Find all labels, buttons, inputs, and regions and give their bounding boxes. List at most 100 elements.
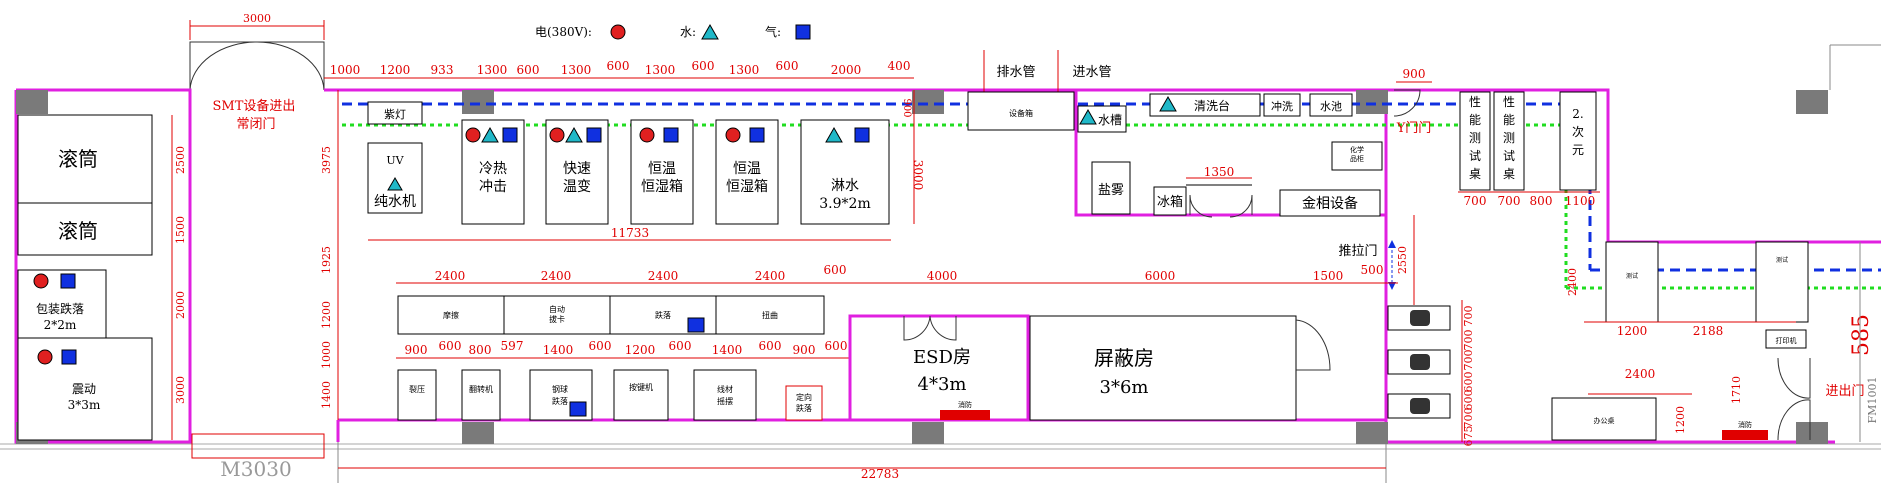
svg-text:3975: 3975 bbox=[320, 146, 333, 174]
roller-room-1-label: 滚筒 bbox=[58, 147, 98, 171]
svg-text:水槽: 水槽 bbox=[1098, 113, 1122, 127]
svg-text:清洗台: 清洗台 bbox=[1194, 98, 1230, 113]
svg-text:扭曲: 扭曲 bbox=[762, 310, 778, 320]
svg-text:定向跌落: 定向跌落 bbox=[796, 392, 812, 413]
roller-room-2 bbox=[17, 202, 153, 256]
svg-text:线材摇摆: 线材摇摆 bbox=[717, 384, 733, 406]
svg-text:600: 600 bbox=[1462, 372, 1475, 393]
svg-text:设备箱: 设备箱 bbox=[1009, 108, 1033, 118]
svg-text:500: 500 bbox=[1361, 263, 1384, 277]
svg-text:测试: 测试 bbox=[1776, 256, 1788, 264]
svg-text:1000: 1000 bbox=[330, 63, 361, 77]
roller-room-2-label: 滚筒 bbox=[58, 219, 98, 243]
svg-text:900: 900 bbox=[793, 343, 816, 357]
svg-text:1400: 1400 bbox=[543, 343, 574, 357]
svg-text:恒温恒湿箱: 恒温恒湿箱 bbox=[641, 161, 683, 195]
svg-text:600: 600 bbox=[669, 339, 692, 353]
svg-text:裂压: 裂压 bbox=[409, 384, 425, 394]
svg-text:水池: 水池 bbox=[1320, 100, 1342, 113]
svg-text:1400: 1400 bbox=[320, 381, 333, 409]
svg-text:1710: 1710 bbox=[1730, 376, 1743, 404]
smt-door-label: SMT设备进出 常闭门 bbox=[212, 98, 299, 132]
svg-text:2188: 2188 bbox=[1693, 324, 1724, 338]
water-symbol-icon bbox=[701, 23, 719, 40]
svg-text:办公桌: 办公桌 bbox=[1594, 416, 1615, 425]
dim-2000: 2000 bbox=[174, 291, 187, 319]
svg-text:2400: 2400 bbox=[755, 269, 786, 283]
svg-text:2000: 2000 bbox=[831, 63, 862, 77]
svg-text:6000: 6000 bbox=[1145, 269, 1176, 283]
svg-text:性能测试桌: 性能测试桌 bbox=[1469, 95, 1481, 181]
svg-text:700: 700 bbox=[1462, 350, 1475, 371]
svg-text:600: 600 bbox=[439, 339, 462, 353]
svg-text:2400: 2400 bbox=[648, 269, 679, 283]
right-stack: 700 700 700 600 600 700 675 bbox=[1387, 300, 1475, 447]
svg-text:翻转机: 翻转机 bbox=[469, 384, 493, 394]
roller-room-1 bbox=[17, 114, 153, 204]
svg-text:恒温恒湿箱: 恒温恒湿箱 bbox=[726, 161, 768, 195]
door-code: M3030 bbox=[220, 457, 291, 481]
svg-text:700: 700 bbox=[1464, 194, 1487, 208]
svg-text:跌落: 跌落 bbox=[655, 310, 671, 320]
svg-text:2400: 2400 bbox=[541, 269, 572, 283]
svg-text:摩擦: 摩擦 bbox=[443, 310, 459, 320]
svg-text:800: 800 bbox=[469, 343, 492, 357]
svg-text:3*6m: 3*6m bbox=[1100, 377, 1149, 398]
svg-text:化学品柜: 化学品柜 bbox=[1350, 145, 1364, 163]
svg-text:597: 597 bbox=[501, 339, 524, 353]
svg-text:700: 700 bbox=[1498, 194, 1521, 208]
svg-text:金相设备: 金相设备 bbox=[1302, 195, 1358, 212]
far-right-zone: 900 Y门门 性能测试桌 性能测试桌 2.次元 700 700 800 110… bbox=[1393, 44, 1881, 442]
left-wall-dims: 3975 1925 1200 1000 1400 bbox=[320, 90, 339, 420]
svg-text:675: 675 bbox=[1462, 426, 1475, 447]
svg-text:1000: 1000 bbox=[320, 341, 333, 369]
dim-3000-left: 3000 bbox=[174, 376, 187, 404]
svg-text:11733: 11733 bbox=[611, 226, 649, 240]
svg-text:淋水3.9*2m: 淋水3.9*2m bbox=[819, 178, 870, 212]
svg-text:ESD房: ESD房 bbox=[913, 347, 971, 368]
smt-door-zone: 3000 SMT设备进出 常闭门 bbox=[189, 12, 325, 132]
svg-text:900: 900 bbox=[405, 343, 428, 357]
right-upper-rooms: 设备箱 水槽 清洗台 冲洗 水池 化学品柜 盐雾 冰箱 1350 金相设备 推拉… bbox=[967, 90, 1415, 305]
legend-power-label: 电(380V): bbox=[535, 25, 592, 39]
svg-text:1300: 1300 bbox=[729, 63, 760, 77]
svg-text:700: 700 bbox=[1462, 330, 1475, 351]
svg-text:排水管: 排水管 bbox=[996, 65, 1035, 80]
svg-text:600: 600 bbox=[776, 59, 799, 73]
dim-1500: 1500 bbox=[174, 216, 187, 244]
svg-text:933: 933 bbox=[431, 63, 454, 77]
svg-text:600: 600 bbox=[825, 339, 848, 353]
svg-text:1200: 1200 bbox=[380, 63, 411, 77]
svg-text:UV: UV bbox=[386, 154, 404, 167]
svg-text:2.次元: 2.次元 bbox=[1572, 107, 1584, 157]
legend-air-label: 气: bbox=[765, 24, 781, 39]
esd-shield-zone: 4000 6000 1500 500 ESD房 4*3m 消防 屏蔽房 3*6m bbox=[848, 263, 1398, 421]
air-symbol-icon bbox=[795, 24, 811, 40]
svg-text:测试: 测试 bbox=[1626, 272, 1638, 280]
svg-text:进出门: 进出门 bbox=[1825, 384, 1864, 399]
svg-text:按键机: 按键机 bbox=[629, 382, 653, 392]
svg-text:700: 700 bbox=[1462, 306, 1475, 327]
svg-text:4000: 4000 bbox=[927, 269, 958, 283]
svg-text:消防: 消防 bbox=[958, 400, 972, 409]
svg-text:1300: 1300 bbox=[645, 63, 676, 77]
svg-text:3000: 3000 bbox=[911, 160, 925, 191]
svg-text:1500: 1500 bbox=[1313, 269, 1344, 283]
svg-text:1300: 1300 bbox=[561, 63, 592, 77]
svg-text:900: 900 bbox=[1403, 67, 1426, 81]
svg-text:600: 600 bbox=[692, 59, 715, 73]
svg-text:1300: 1300 bbox=[477, 63, 508, 77]
svg-text:1925: 1925 bbox=[320, 246, 333, 274]
svg-text:1200: 1200 bbox=[625, 343, 656, 357]
svg-text:1100: 1100 bbox=[1565, 194, 1596, 208]
legend-water-label: 水: bbox=[680, 25, 696, 39]
legend: 电(380V): 水: 气: bbox=[535, 23, 811, 40]
svg-text:600: 600 bbox=[589, 339, 612, 353]
svg-text:推拉门: 推拉门 bbox=[1338, 244, 1377, 259]
svg-text:585: 585 bbox=[1849, 314, 1874, 356]
svg-text:自动拔卡: 自动拔卡 bbox=[549, 304, 565, 324]
dim-3000-top: 3000 bbox=[243, 12, 271, 25]
svg-text:FM1001: FM1001 bbox=[1866, 377, 1879, 424]
